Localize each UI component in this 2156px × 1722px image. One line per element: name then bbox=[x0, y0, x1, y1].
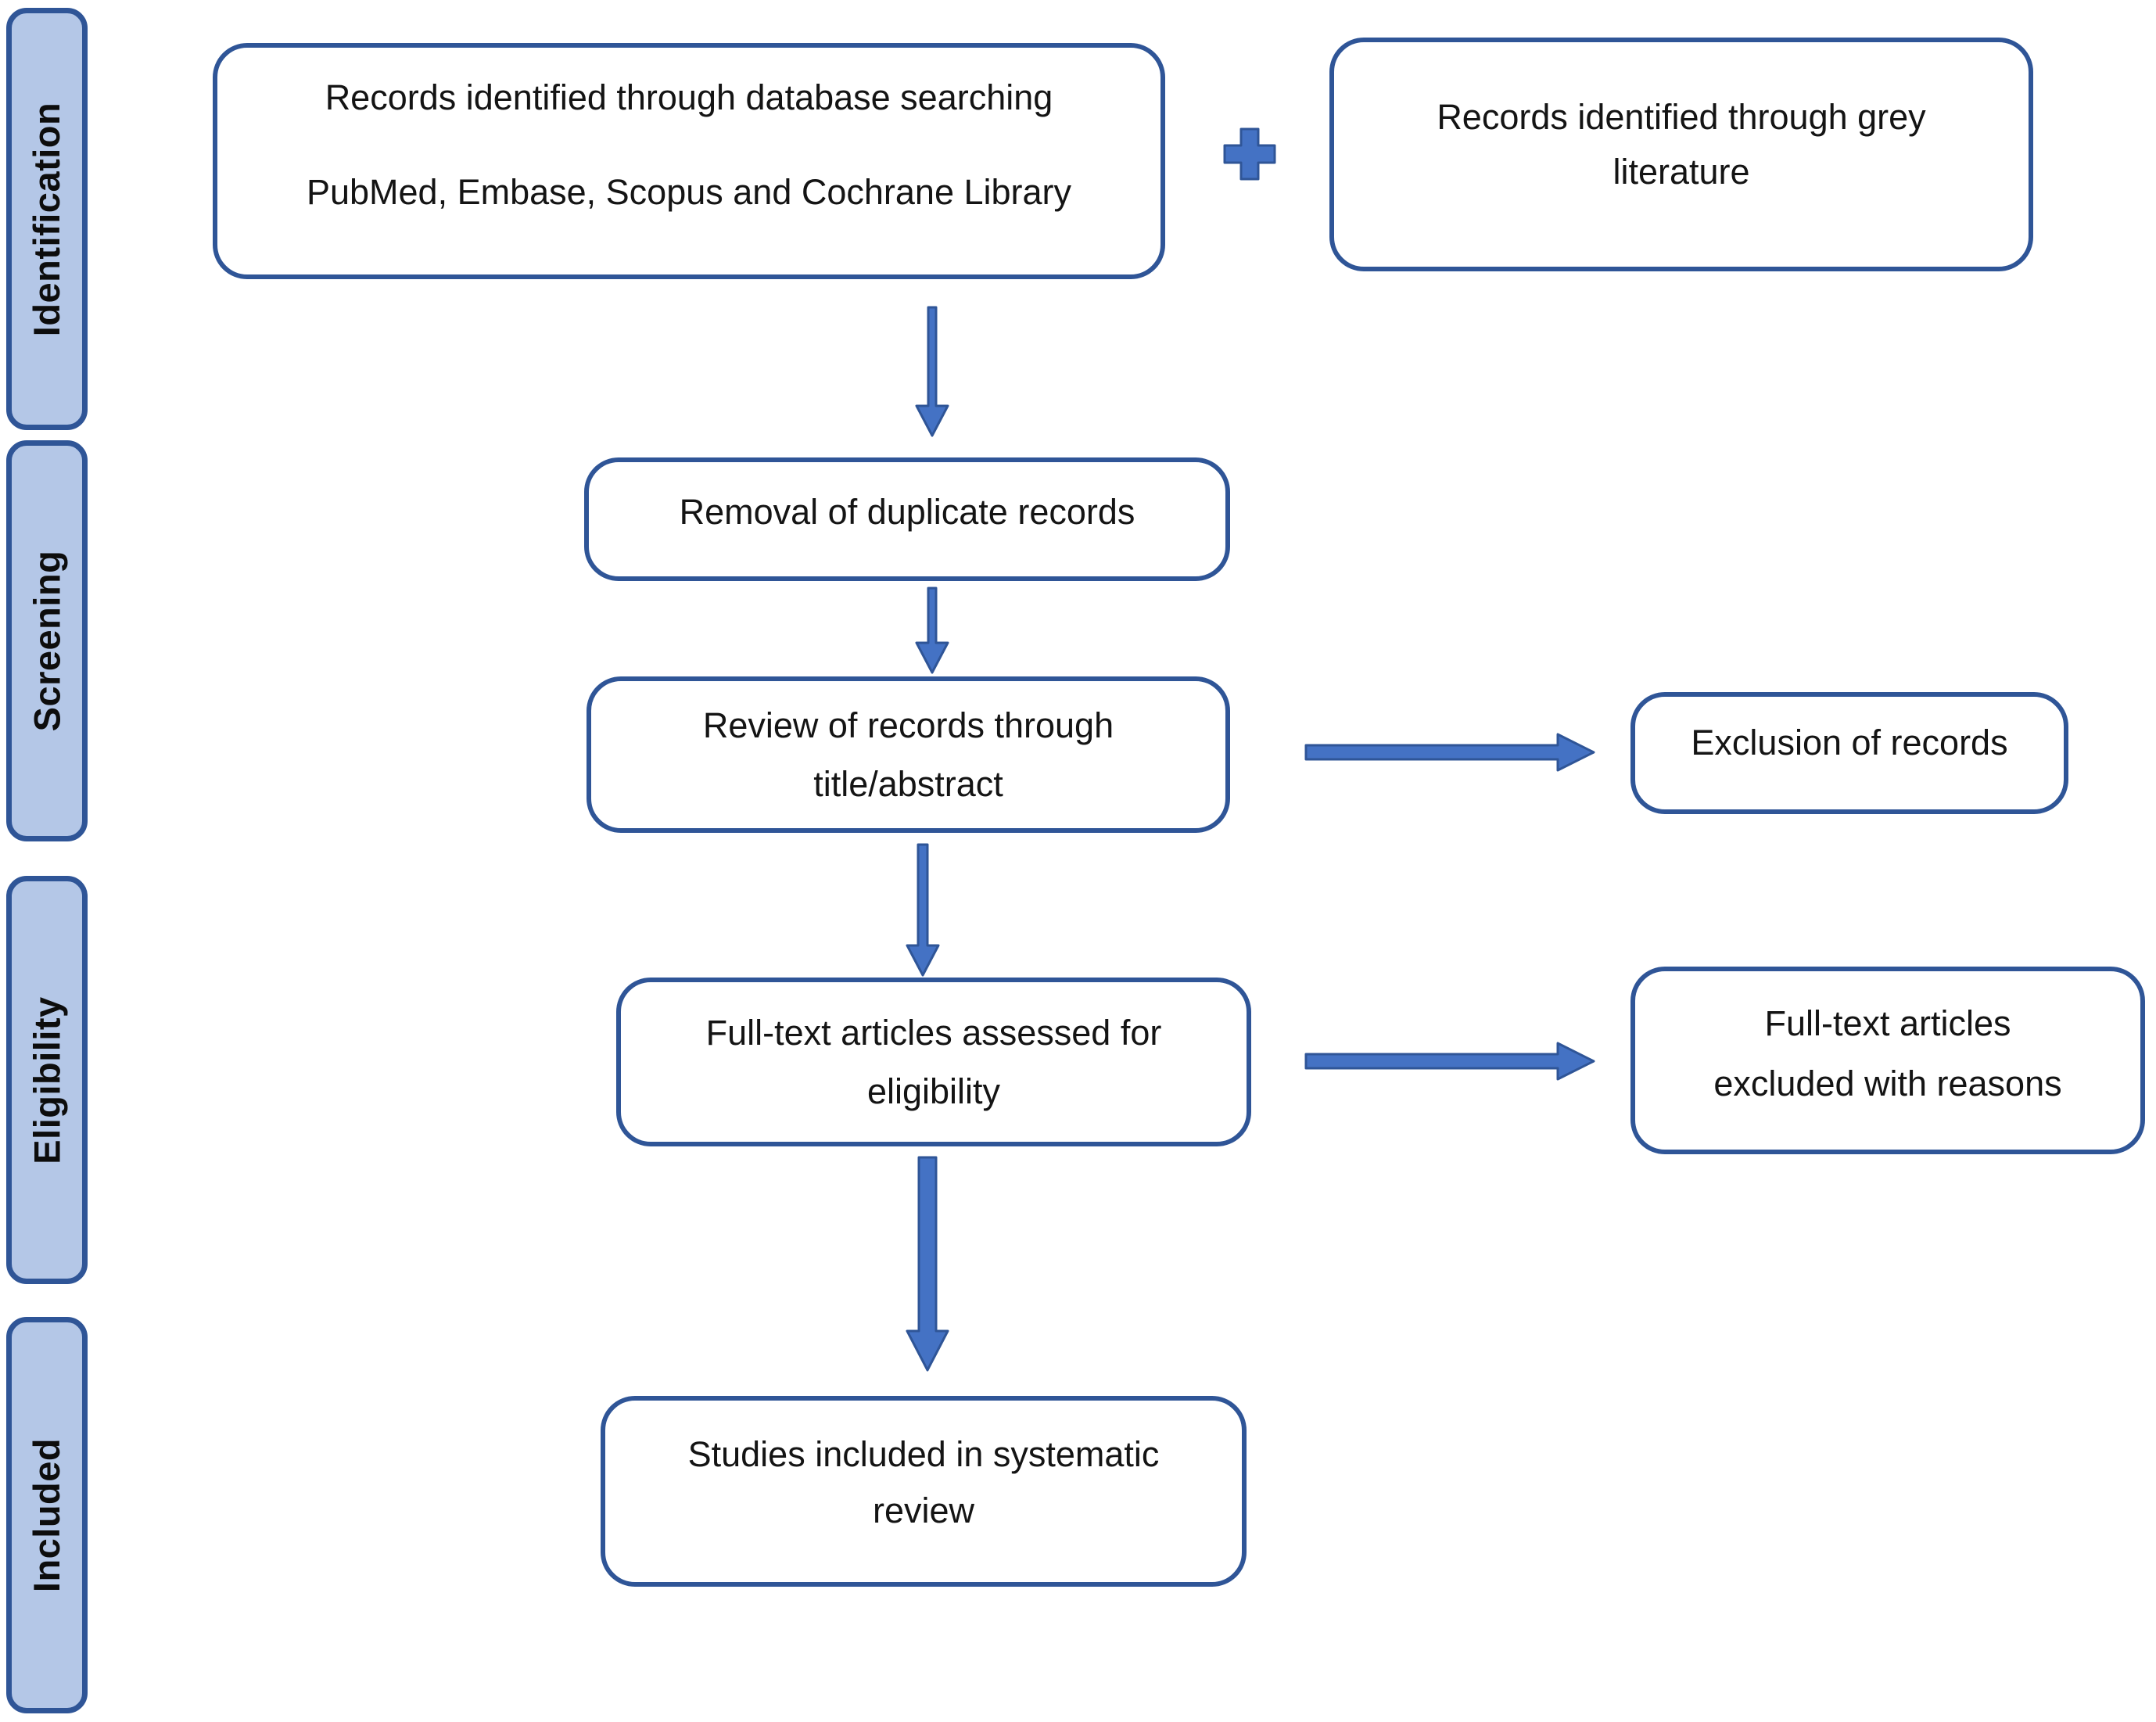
arrow-fulltext-to-studies bbox=[906, 1156, 949, 1372]
arrow-fulltext-to-excluded bbox=[1304, 1042, 1595, 1081]
arrow-review-to-exclusion bbox=[1304, 733, 1595, 772]
phase-label-identification: Identification bbox=[6, 8, 88, 430]
arrow-review-to-fulltext bbox=[906, 843, 940, 977]
phase-label-text: Screening bbox=[26, 550, 68, 732]
arrow-db-to-dedupe bbox=[915, 306, 949, 437]
node-duplicate-removal: Removal of duplicate records bbox=[584, 457, 1230, 581]
node-text-line: PubMed, Embase, Scopus and Cochrane Libr… bbox=[306, 172, 1072, 212]
phase-label-screening: Screening bbox=[6, 440, 88, 841]
node-text-line: Studies included in systematic bbox=[687, 1434, 1160, 1474]
node-text-line: Records identified through grey bbox=[1437, 97, 1926, 137]
node-grey-literature: Records identified through grey literatu… bbox=[1329, 38, 2033, 271]
node-text-line: Removal of duplicate records bbox=[679, 492, 1135, 533]
phase-label-text: Identification bbox=[26, 102, 68, 336]
node-text-line: Full-text articles bbox=[1764, 1003, 2011, 1043]
node-title-abstract-review: Review of records through title/abstract bbox=[587, 676, 1230, 833]
node-text-line: excluded with reasons bbox=[1713, 1063, 2062, 1103]
arrow-dedupe-to-review bbox=[915, 587, 949, 674]
phase-label-text: Included bbox=[26, 1437, 68, 1593]
node-records-exclusion: Exclusion of records bbox=[1630, 692, 2068, 814]
node-included-studies: Studies included in systematic review bbox=[601, 1396, 1247, 1587]
plus-icon bbox=[1223, 127, 1276, 181]
node-full-text-assessment: Full-text articles assessed for eligibil… bbox=[616, 978, 1251, 1146]
node-full-text-exclusion: Full-text articles excluded with reasons bbox=[1630, 967, 2145, 1154]
node-text-line: Exclusion of records bbox=[1691, 723, 2008, 763]
node-text-line: eligibility bbox=[866, 1071, 1001, 1111]
node-text-line: literature bbox=[1613, 151, 1750, 192]
node-text-line: title/abstract bbox=[813, 764, 1003, 804]
node-database-searching: Records identified through database sear… bbox=[213, 43, 1165, 279]
node-text-line: review bbox=[872, 1490, 975, 1530]
node-text-line: Review of records through bbox=[702, 705, 1114, 745]
node-text-line: Records identified through database sear… bbox=[325, 77, 1053, 117]
phase-label-text: Eligibility bbox=[26, 996, 68, 1164]
phase-label-included: Included bbox=[6, 1317, 88, 1713]
node-text-line: Full-text articles assessed for bbox=[705, 1012, 1162, 1053]
phase-label-eligibility: Eligibility bbox=[6, 876, 88, 1284]
